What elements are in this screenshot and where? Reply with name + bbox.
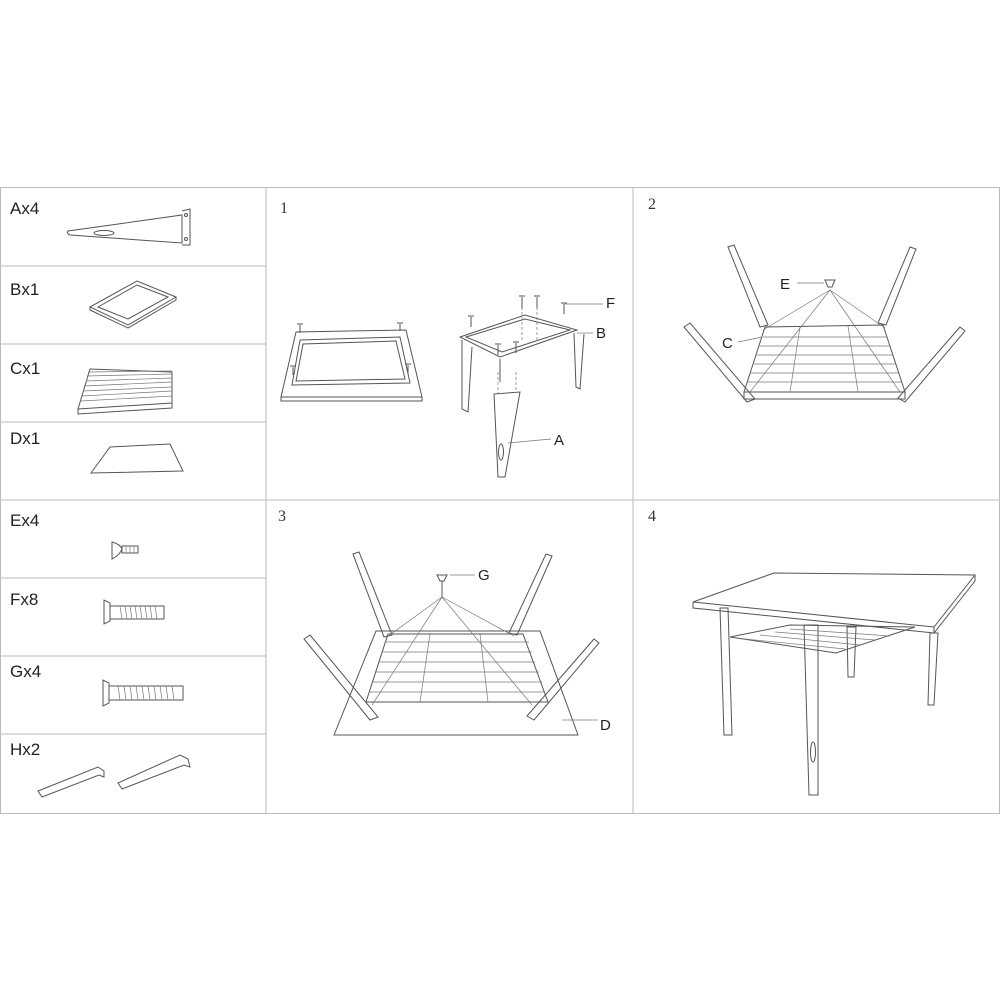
part-label-a: Ax4	[10, 199, 39, 218]
callout-c: C	[722, 335, 733, 352]
part-label-c: Cx1	[10, 359, 40, 378]
part-label-e: Ex4	[10, 511, 39, 530]
grid-lines	[0, 187, 1000, 814]
step-number-1: 1	[280, 200, 288, 217]
callout-f: F	[606, 295, 615, 312]
step-number-3: 3	[278, 508, 286, 525]
part-label-b: Bx1	[10, 280, 39, 299]
callout-a: A	[554, 432, 564, 449]
step-1-illustration: F B A	[280, 295, 615, 478]
step-3-illustration: G D	[303, 551, 611, 736]
frame-icon	[88, 280, 178, 329]
small-screw-icon	[111, 541, 139, 560]
callout-d: D	[600, 717, 611, 734]
part-label-d: Dx1	[10, 429, 40, 448]
part-label-g: Gx4	[10, 662, 41, 681]
wire-shelf-icon	[77, 368, 173, 415]
leg-bracket-icon	[66, 208, 191, 246]
step-number-4: 4	[648, 508, 656, 525]
callout-e: E	[780, 276, 790, 293]
assembly-diagram: Ax4 Bx1 Cx1 Dx1 Ex4 Fx8 Gx4 Hx2	[0, 187, 1000, 814]
tabletop-icon	[89, 443, 184, 474]
allen-key-icon	[37, 754, 191, 798]
step-4-illustration	[692, 572, 977, 796]
callout-g: G	[478, 567, 490, 584]
long-bolt-icon	[102, 679, 184, 707]
step-number-2: 2	[648, 196, 656, 213]
bolt-icon	[103, 599, 165, 625]
part-label-f: Fx8	[10, 590, 38, 609]
assembly-sheet: Ax4 Bx1 Cx1 Dx1 Ex4 Fx8 Gx4 Hx2	[0, 187, 1000, 814]
step-2-illustration: E C	[683, 244, 966, 403]
callout-b: B	[596, 325, 606, 342]
part-label-h: Hx2	[10, 740, 40, 759]
